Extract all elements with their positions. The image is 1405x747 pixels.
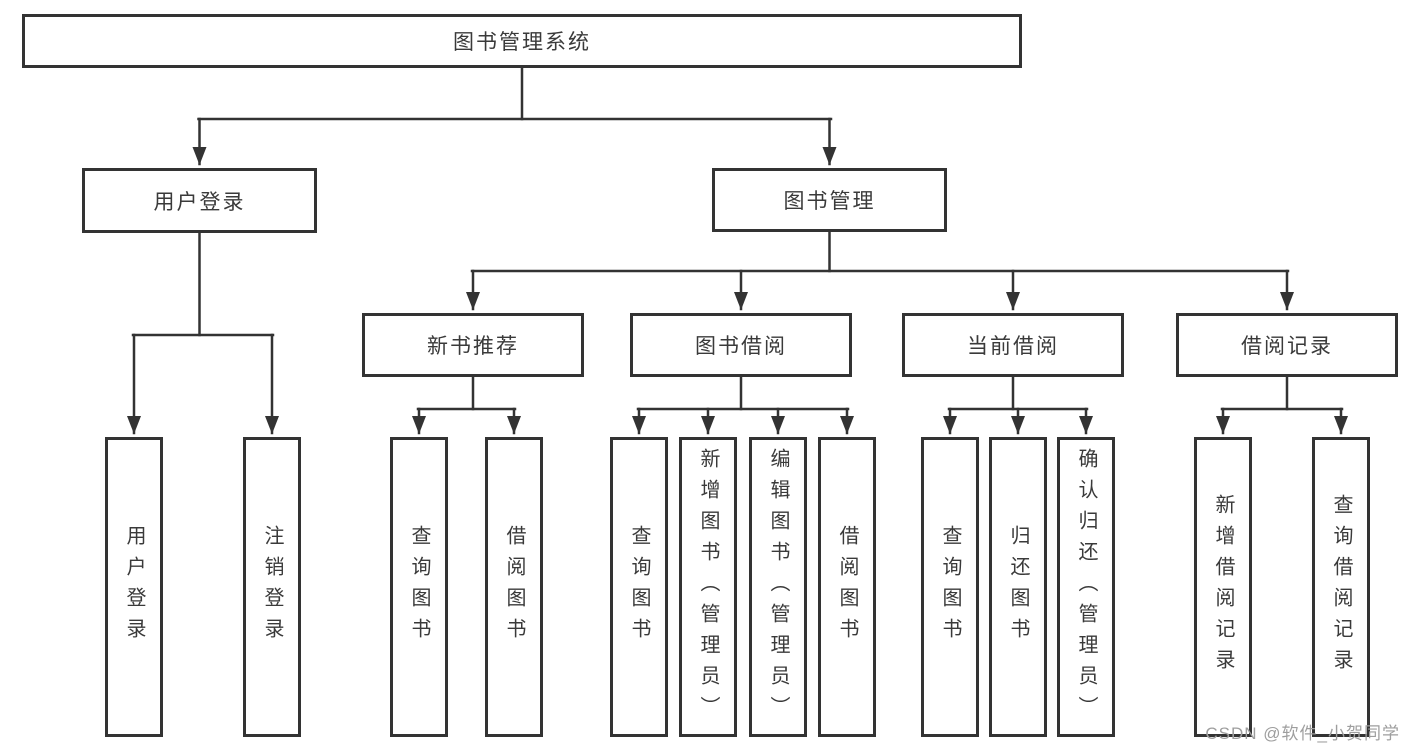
leaf-return-book: 归还图书 <box>989 437 1047 737</box>
node-book-borrow: 图书借阅 <box>630 313 852 377</box>
csdn-watermark: CSDN @软件_小贺同学 <box>1205 724 1400 743</box>
node-user-login-label: 用户登录 <box>153 190 246 214</box>
leaf-confirm-return-admin: 确认归还（管理员） <box>1057 437 1115 737</box>
node-library-system: 图书管理系统 <box>22 14 1022 68</box>
leaf-query-borrow-record: 查询借阅记录 <box>1312 437 1370 737</box>
leaf-add-book-admin: 新增图书（管理员） <box>679 437 737 737</box>
node-current-borrow-label: 当前借阅 <box>967 335 1059 358</box>
leaf-user-login: 用户登录 <box>105 437 163 737</box>
leaf-borrow-books-recommend: 借阅图书 <box>485 437 543 737</box>
leaf-logout: 注销登录 <box>243 437 301 737</box>
leaf-add-borrow-record: 新增借阅记录 <box>1194 437 1252 737</box>
node-book-management-label: 图书管理 <box>783 190 876 213</box>
node-user-login: 用户登录 <box>82 168 317 233</box>
node-new-book-recommend-label: 新书推荐 <box>427 335 519 358</box>
node-book-borrow-label: 图书借阅 <box>695 335 787 358</box>
leaf-query-books-recommend: 查询图书 <box>390 437 448 737</box>
node-library-system-label: 图书管理系统 <box>453 31 591 54</box>
node-borrow-records: 借阅记录 <box>1176 313 1398 377</box>
node-current-borrow: 当前借阅 <box>902 313 1124 377</box>
node-new-book-recommend: 新书推荐 <box>362 313 584 377</box>
leaf-edit-book-admin: 编辑图书（管理员） <box>749 437 807 737</box>
node-borrow-records-label: 借阅记录 <box>1241 335 1333 358</box>
node-book-management: 图书管理 <box>712 168 947 232</box>
leaf-borrow-books: 借阅图书 <box>818 437 876 737</box>
leaf-query-books-borrow: 查询图书 <box>610 437 668 737</box>
leaf-query-books-current: 查询图书 <box>921 437 979 737</box>
